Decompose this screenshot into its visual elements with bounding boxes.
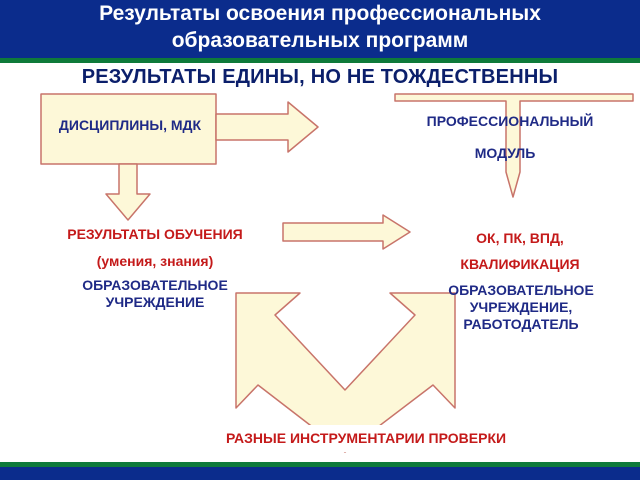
arrow-right-middle [282, 214, 411, 250]
institution-label: ОБРАЗОВАТЕЛЬНОЕ УЧРЕЖДЕНИЕ [82, 277, 228, 310]
slide-title-line2: образовательных программ [171, 29, 469, 52]
module-label-line1: ПРОФЕССИОНАЛЬНЫЙ [426, 113, 594, 129]
institution-employer-label: ОБРАЗОВАТЕЛЬНОЕ УЧРЕЖДЕНИЕ, РАБОТОДАТЕЛЬ [448, 282, 594, 332]
title-bar [0, 0, 640, 58]
skills-knowledge-label: (умения, знания) [96, 253, 214, 269]
arrow-right-top [215, 101, 319, 153]
feedback-chevron [235, 292, 456, 453]
slide-subtitle: РЕЗУЛЬТАТЫ ЕДИНЫ, НО НЕ ТОЖДЕСТВЕННЫ [81, 66, 559, 88]
ok-pk-label: ОК, ПК, ВПД, [476, 230, 564, 246]
qualification-label: КВАЛИФИКАЦИЯ [460, 256, 580, 272]
slide-title: Результаты освоения профессиональных обр… [0, 0, 640, 54]
verification-tools-label: РАЗНЫЕ ИНСТРУМЕНТАРИИ ПРОВЕРКИ [148, 425, 584, 452]
learning-results-label: РЕЗУЛЬТАТЫ ОБУЧЕНИЯ [67, 226, 243, 242]
module-t-shape [394, 93, 634, 198]
disciplines-label: ДИСЦИПЛИНЫ, МДК [58, 117, 202, 133]
slide-title-line1: Результаты освоения профессиональных [99, 2, 541, 25]
footer-divider [0, 462, 640, 467]
header-divider [0, 58, 640, 63]
module-label-line2: МОДУЛЬ [474, 145, 536, 161]
footer-bar [0, 467, 640, 480]
arrow-down [105, 163, 151, 221]
